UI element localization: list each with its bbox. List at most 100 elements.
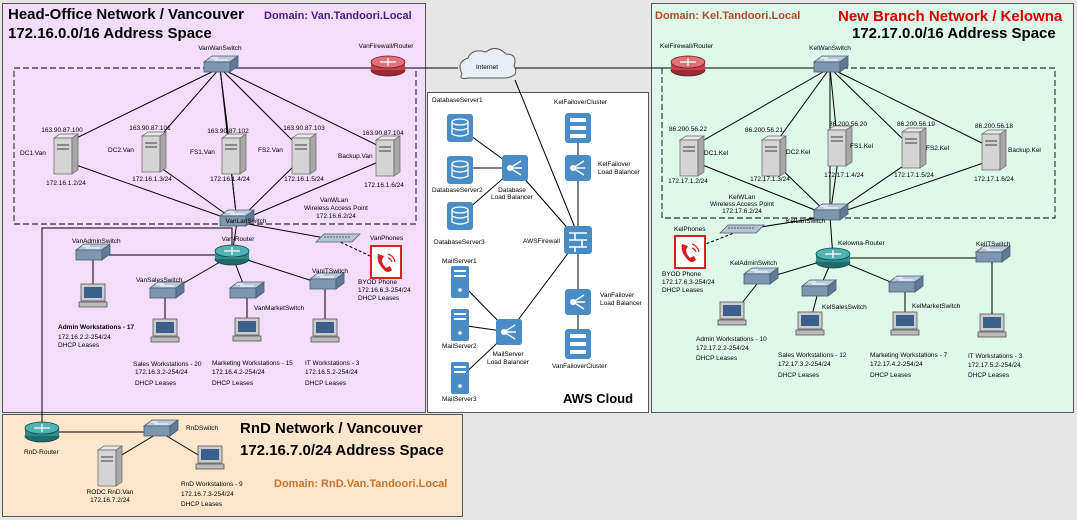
van-wan-switch-icon[interactable]	[203, 55, 239, 73]
kel-phones-label: KelPhones	[674, 226, 706, 233]
server-icon[interactable]	[375, 135, 401, 177]
kelowna-network-zone	[651, 3, 1074, 413]
van-marketing-switch-label: VanMarketSwitch	[254, 305, 305, 312]
workstation-icon[interactable]	[977, 313, 1007, 338]
dc1-van-ip: 172.16.1.2/24	[46, 180, 86, 187]
kel-marketing-ws-label: Marketing Workstations - 7	[870, 352, 948, 359]
rnd-subnet: 172.16.7.0/24 Address Space	[240, 442, 444, 459]
phone-icon[interactable]	[674, 235, 706, 269]
workstation-icon[interactable]	[795, 311, 825, 336]
server-icon[interactable]	[291, 133, 317, 175]
dc1-van-public-ip: 163.90.87.100	[41, 127, 83, 134]
server-icon[interactable]	[827, 125, 853, 167]
aws-cloud-zone	[427, 92, 649, 413]
dc2-kel-name: DC2.Kel	[786, 149, 811, 156]
dc2-van-public-ip: 163.90.87.101	[129, 125, 171, 132]
rnd-switch-label: RnDSwitch	[186, 425, 219, 432]
dc1-kel-name: DC1.Kel	[704, 150, 729, 157]
kel-it-ws-dhcp: DHCP Leases	[968, 372, 1010, 379]
dc1-van-name: DC1.Van	[20, 150, 46, 157]
fs2-van-ip: 172.16.1.5/24	[284, 176, 324, 183]
mail-server-icon[interactable]	[451, 362, 469, 394]
server-icon[interactable]	[97, 445, 123, 487]
database-icon[interactable]	[446, 155, 474, 185]
kel-admin-switch-label: KelAdminSwitch	[730, 260, 777, 267]
kel-marketing-switch-icon[interactable]	[888, 275, 924, 293]
van-marketing-ws-label: Marketing Workstations - 15	[212, 360, 293, 367]
kel-server-group-outline	[661, 67, 1056, 219]
fs2-van-public-ip: 163.90.87.103	[283, 125, 325, 132]
server-icon[interactable]	[221, 133, 247, 175]
server-icon[interactable]	[761, 135, 787, 177]
kel-wlan-desc: Wireless Access Point	[710, 201, 774, 208]
van-firewall-icon[interactable]	[370, 55, 406, 77]
workstation-icon[interactable]	[195, 445, 225, 470]
rnd-title: RnD Network / Vancouver	[240, 420, 423, 437]
workstation-icon[interactable]	[310, 318, 340, 343]
van-sales-ws-label: Sales Workstations - 20	[133, 361, 202, 368]
mail-server-icon[interactable]	[451, 266, 469, 298]
firewall-icon[interactable]	[563, 225, 593, 255]
kel-admin-ws-range: 172.17.2.2-254/24	[696, 345, 749, 352]
server-icon[interactable]	[53, 133, 79, 175]
workstation-icon[interactable]	[150, 318, 180, 343]
van-wlan-ap-icon[interactable]	[315, 233, 361, 243]
kel-wan-switch-icon[interactable]	[813, 55, 849, 73]
van-router-label: Van-Router	[221, 236, 255, 243]
dc2-kel-public-ip: 86.200.56.21	[745, 127, 783, 134]
server-icon[interactable]	[679, 135, 705, 177]
rnd-router-icon[interactable]	[24, 421, 60, 443]
load-balancer-icon[interactable]	[501, 154, 529, 182]
fs2-kel-public-ip: 86.200.56.19	[897, 121, 935, 128]
cluster-icon[interactable]	[565, 329, 591, 359]
van-admin-switch-label: VanAdminSwitch	[72, 238, 121, 245]
van-marketing-switch-icon[interactable]	[229, 281, 265, 299]
van-router-icon[interactable]	[214, 244, 250, 266]
backup-van-public-ip: 163.90.87.104	[362, 130, 404, 137]
workstation-icon[interactable]	[78, 283, 108, 308]
kel-sales-switch-icon[interactable]	[801, 279, 837, 297]
kel-wlan-ip: 172.17.6.2/24	[722, 208, 762, 215]
kelowna-router-label: Kelowna-Router	[838, 240, 885, 247]
load-balancer-icon[interactable]	[564, 154, 592, 182]
server-icon[interactable]	[981, 129, 1007, 171]
kel-wlan-ap-icon[interactable]	[719, 224, 765, 234]
dc1-kel-ip: 172.17.1.2/24	[668, 178, 708, 185]
van-admin-switch-icon[interactable]	[75, 243, 111, 261]
kel-failover-cluster-label: KelFailoverCluster	[554, 99, 608, 106]
kel-admin-ws-dhcp: DHCP Leases	[696, 355, 738, 362]
van-marketing-ws-range: 172.16.4.2-254/24	[212, 369, 265, 376]
kel-marketing-ws-range: 172.17.4.2-254/24	[870, 361, 923, 368]
van-sales-ws-dhcp: DHCP Leases	[135, 380, 177, 387]
cluster-icon[interactable]	[565, 113, 591, 143]
database-icon[interactable]	[446, 201, 474, 231]
workstation-icon[interactable]	[232, 317, 262, 342]
mail-server-icon[interactable]	[451, 309, 469, 341]
rnd-ws-dhcp: DHCP Leases	[181, 501, 223, 508]
van-failover-lb-name: VanFailover	[600, 292, 635, 299]
rnd-switch-icon[interactable]	[143, 419, 179, 437]
rnd-ws-range: 172.16.7.3-254/24	[181, 491, 234, 498]
server-icon[interactable]	[141, 131, 167, 173]
backup-kel-name: Backup.Kel	[1008, 147, 1041, 154]
fs1-kel-ip: 172.17.1.4/24	[824, 172, 864, 179]
kel-firewall-icon[interactable]	[670, 55, 706, 77]
database-icon[interactable]	[446, 113, 474, 143]
kel-phones-desc: BYOD Phone	[662, 271, 702, 278]
kelowna-router-icon[interactable]	[815, 247, 851, 269]
server-icon[interactable]	[901, 127, 927, 169]
kel-wan-switch-label: KelWanSwitch	[809, 45, 851, 52]
backup-van-ip: 172.16.1.6/24	[364, 182, 404, 189]
dc2-van-name: DC2.Van	[108, 147, 134, 154]
rodc-server-ip: 172.16.7.2/24	[90, 497, 130, 504]
load-balancer-icon[interactable]	[495, 318, 523, 346]
rnd-ws-label: RnD Workstations - 9	[181, 481, 243, 488]
workstation-icon[interactable]	[717, 301, 747, 326]
van-firewall-label: VanFirewall/Router	[358, 43, 414, 50]
phone-icon[interactable]	[370, 245, 402, 279]
kel-admin-switch-icon[interactable]	[743, 267, 779, 285]
workstation-icon[interactable]	[890, 311, 920, 336]
db-lb-name: Database	[498, 187, 526, 194]
load-balancer-icon[interactable]	[564, 288, 592, 316]
